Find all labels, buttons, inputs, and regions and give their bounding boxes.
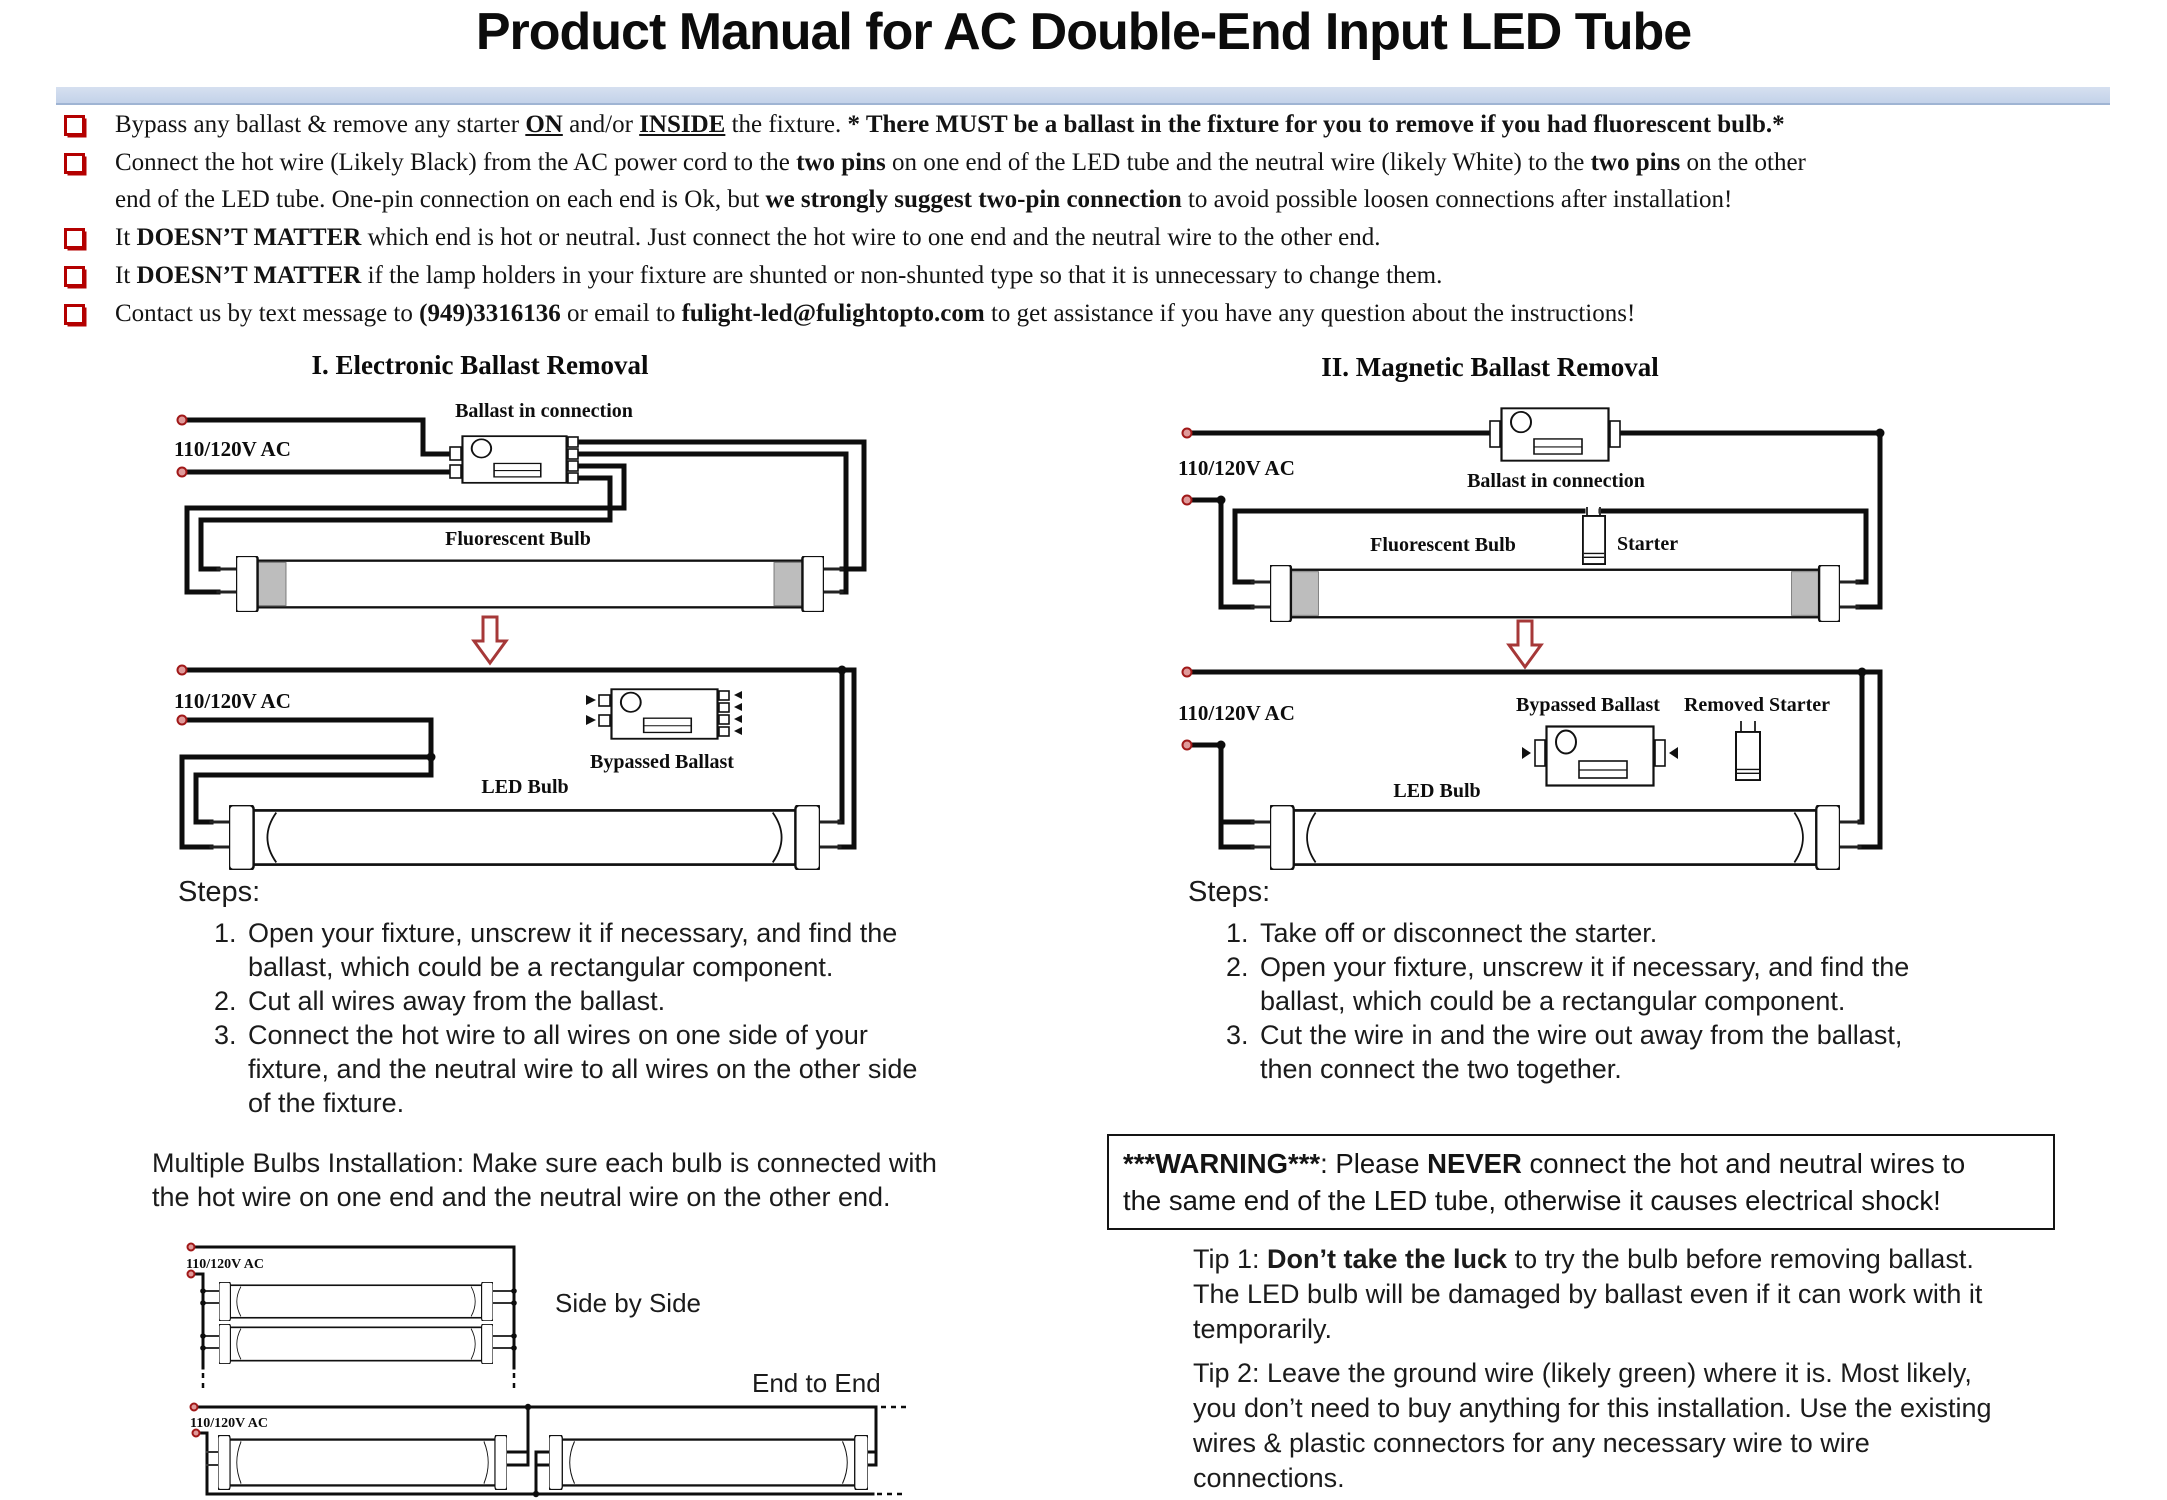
ac-terminal-dot: [1181, 494, 1193, 506]
bypassed-ballast-icon: [610, 688, 719, 740]
wire-junction-dot: [1875, 428, 1885, 438]
checkbox-bullet-icon: [64, 266, 85, 287]
ac-terminal-dot: [176, 414, 188, 426]
bullet-text: Contact us by text message to (949)33161…: [115, 300, 1636, 327]
bullet-item: Bypass any ballast & remove any starter …: [62, 106, 2110, 143]
wire-junction-dot: [426, 752, 436, 762]
checkbox-bullet-icon: [64, 115, 85, 136]
heading-magnetic-ballast-removal: II. Magnetic Ballast Removal: [1321, 352, 1659, 382]
led-tube-icon: [1270, 805, 1840, 870]
bypassed-ballast-icon: [1545, 725, 1655, 787]
multiple-bulbs-note: Multiple Bulbs Installation: Make sure e…: [152, 1148, 937, 1212]
bullet-text: Bypass any ballast & remove any starter …: [115, 111, 1785, 138]
magnetic-before-wiring: Ballast in connection 110/120V AC Starte…: [1178, 407, 1885, 670]
side-by-side-wiring: 110/120V AC Side by Side: [186, 1242, 701, 1393]
starter-icon: [1582, 515, 1606, 565]
checkbox-bullet-icon: [64, 228, 85, 249]
label-fluorescent-bulb: Fluorescent Bulb: [445, 528, 591, 550]
bullet-item: It DOESN’T MATTER which end is hot or ne…: [62, 219, 2110, 256]
down-arrow-icon: [471, 615, 509, 666]
ac-terminal-dot: [176, 664, 188, 676]
ac-terminal-dot: [176, 466, 188, 478]
label-ac-voltage: 110/120V AC: [174, 437, 291, 461]
led-tube-icon: [219, 1324, 493, 1364]
label-ac-voltage: 110/120V AC: [190, 1416, 268, 1431]
ballast-box-icon: [461, 435, 568, 484]
electronic-after-wiring: 110/120V AC Bypassed Ballast LED Bulb: [174, 664, 857, 870]
steps-list-magnetic: Take off or disconnect the starter.Open …: [1210, 916, 1956, 1086]
label-ballast-in-connection: Ballast in connection: [1467, 470, 1645, 492]
magnetic-after-wiring: 110/120V AC Bypassed Ballast Removed Sta…: [1178, 666, 1883, 870]
diagram-magnetic-ballast: Ballast in connection 110/120V AC Starte…: [1178, 407, 1885, 870]
bullet-item: It DOESN’T MATTER if the lamp holders in…: [62, 257, 2110, 294]
title-divider-bar: [56, 87, 2110, 105]
led-tube-icon: [218, 1435, 507, 1490]
wire-junction-dot: [1216, 495, 1226, 505]
led-tube-icon: [219, 1282, 493, 1321]
checkbox-bullet-icon: [64, 153, 85, 174]
bullet-item: Contact us by text message to (949)33161…: [62, 295, 2110, 332]
heading-electronic-ballast-removal: I. Electronic Ballast Removal: [311, 350, 649, 380]
steps-label-right: Steps:: [1188, 876, 1271, 908]
label-starter: Starter: [1617, 533, 1678, 555]
diagram-electronic-ballast: Ballast in connection 110/120V AC Fluore…: [174, 400, 867, 870]
label-bypassed-ballast: Bypassed Ballast: [590, 751, 734, 773]
fluorescent-tube-icon: [1270, 565, 1840, 622]
ac-terminal-dot: [176, 714, 188, 726]
ac-terminal-dot: [1181, 739, 1193, 751]
label-led-bulb: LED Bulb: [481, 776, 568, 798]
label-removed-starter: Removed Starter: [1684, 694, 1830, 716]
wire-junction-dot: [524, 1403, 532, 1411]
fluorescent-tube-icon: [236, 556, 824, 612]
label-led-bulb: LED Bulb: [1393, 780, 1480, 802]
ac-terminal-dot: [189, 1402, 199, 1412]
ac-terminal-dot: [1181, 427, 1193, 439]
wire-junction-dot: [837, 665, 847, 675]
removed-starter-icon: [1735, 731, 1761, 781]
label-fluorescent-bulb: Fluorescent Bulb: [1370, 534, 1516, 556]
ac-terminal-dot: [1181, 666, 1193, 678]
bullet-text: Connect the hot wire (Likely Black) from…: [115, 149, 1806, 213]
label-ac-voltage: 110/120V AC: [186, 1257, 264, 1272]
page-title: Product Manual for AC Double-End Input L…: [475, 3, 1692, 61]
label-side-by-side: Side by Side: [555, 1288, 701, 1318]
wire-junction-dot: [532, 1490, 540, 1498]
diagram-multiple-bulbs: 110/120V AC Side by Side 110/120V AC End…: [186, 1242, 906, 1498]
wire-junction-dot: [1216, 740, 1226, 750]
ac-terminal-dot: [186, 1242, 196, 1252]
bullet-item: Connect the hot wire (Likely Black) from…: [62, 144, 2110, 218]
electronic-before-wiring: Ballast in connection 110/120V AC Fluore…: [174, 400, 867, 666]
steps-label-left: Steps:: [178, 876, 261, 908]
steps-list-electronic: Open your fixture, unscrew it if necessa…: [198, 916, 964, 1120]
led-tube-icon: [229, 805, 820, 870]
ac-terminal-dot: [186, 1269, 196, 1279]
bullet-text: It DOESN’T MATTER which end is hot or ne…: [115, 224, 1381, 251]
ballast-box-icon: [1500, 407, 1610, 462]
label-ballast-in-connection: Ballast in connection: [455, 400, 633, 422]
down-arrow-icon: [1506, 619, 1544, 670]
checkbox-bullet-icon: [64, 304, 85, 325]
label-end-to-end: End to End: [752, 1368, 881, 1398]
warning-box: ***WARNING***: Please NEVER connect the …: [1107, 1134, 2055, 1230]
end-to-end-wiring: 110/120V AC End to End: [189, 1368, 906, 1498]
label-ac-voltage: 110/120V AC: [1178, 456, 1295, 480]
tip-2: Tip 2: Leave the ground wire (likely gre…: [1193, 1358, 1992, 1493]
label-ac-voltage: 110/120V AC: [174, 689, 291, 713]
label-bypassed-ballast: Bypassed Ballast: [1516, 694, 1660, 716]
ac-terminal-dot: [191, 1428, 201, 1438]
wire-junction-dot: [1857, 667, 1867, 677]
bullet-text: It DOESN’T MATTER if the lamp holders in…: [115, 262, 1443, 289]
tip-1: Tip 1: Don’t take the luck to try the bu…: [1193, 1244, 1983, 1344]
instruction-list: Bypass any ballast & remove any starter …: [62, 106, 2110, 333]
label-ac-voltage: 110/120V AC: [1178, 701, 1295, 725]
led-tube-icon: [549, 1435, 868, 1490]
